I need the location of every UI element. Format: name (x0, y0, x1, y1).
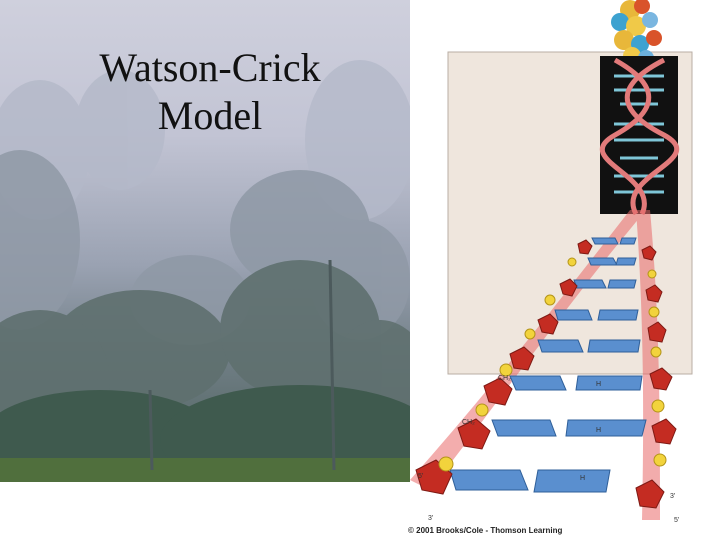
sugar-label: CH₂ (498, 375, 511, 382)
end-label-5-top: 5' (418, 473, 423, 480)
forest-photo (0, 0, 410, 482)
dna-illustration: CH₂ CH₂ 5' 3' 3' 5' H H H (410, 0, 693, 524)
h-bond-label-2: H (596, 427, 601, 434)
sugar-label-2: CH₂ (462, 419, 475, 426)
h-bond-label: H (596, 381, 601, 388)
forest-trees (0, 60, 410, 482)
sugars (415, 239, 677, 509)
end-label-5-right: 5' (674, 517, 679, 524)
helix-strands (599, 57, 680, 216)
copyright-credit: © 2001 Brooks/Cole - Thomson Learning (408, 526, 563, 535)
title-line-2: Model (157, 93, 263, 138)
slide-title: Watson-Crick Model (60, 44, 360, 140)
phosphates (438, 257, 667, 472)
end-label-3-bottom: 3' (428, 515, 433, 522)
title-line-1: Watson-Crick (99, 45, 321, 90)
dna-figure: CH₂ CH₂ 5' 3' 3' 5' H H H (410, 0, 720, 540)
h-bond-label-3: H (580, 475, 585, 482)
base-pairs (449, 237, 647, 493)
end-label-3-right: 3' (670, 493, 675, 500)
